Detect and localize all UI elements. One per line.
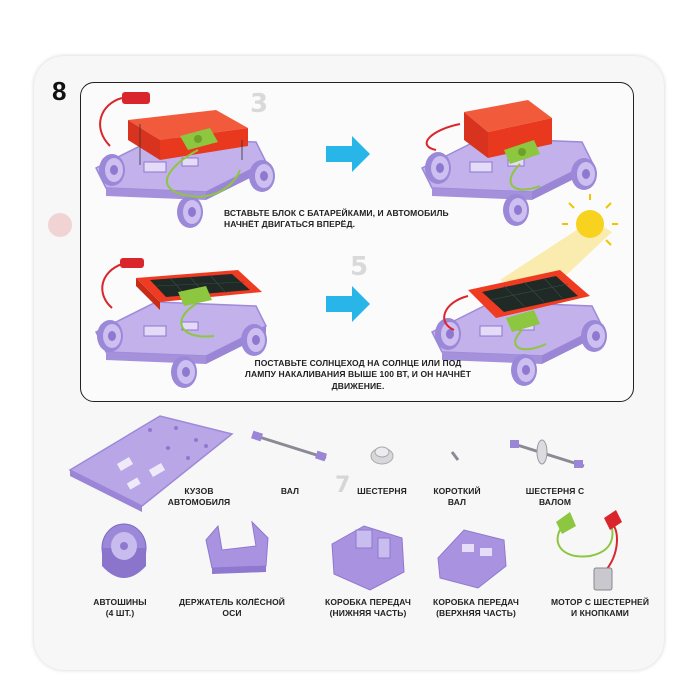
label-body: КУЗОВ АВТОМОБИЛЯ xyxy=(167,486,231,508)
part-motor xyxy=(556,510,622,591)
svg-text:5: 5 xyxy=(350,252,368,282)
part-axle-holder xyxy=(205,520,269,574)
label-tires: АВТОШИНЫ (4 ШТ.) xyxy=(93,597,147,619)
car-battery-after xyxy=(421,100,597,226)
label-gear-with-shaft: ШЕСТЕРНЯ С ВАЛОМ xyxy=(525,486,585,508)
part-shaft xyxy=(251,430,327,462)
car-battery-before xyxy=(95,92,275,228)
part-gearbox-top xyxy=(437,529,507,589)
instruction-battery: ВСТАВЬТЕ БЛОК С БАТАРЕЙКАМИ, И АВТОМОБИЛ… xyxy=(224,208,449,230)
part-gear-with-shaft xyxy=(510,439,585,468)
instruction-solar: ПОСТАВЬТЕ СОЛНЦЕХОД НА СОЛНЦЕ ИЛИ ПОД ЛА… xyxy=(244,358,472,391)
car-solar-after xyxy=(431,194,618,386)
label-gear: ШЕСТЕРНЯ xyxy=(357,486,407,496)
arrow-icon xyxy=(326,286,370,322)
label-motor: МОТОР С ШЕСТЕРНЕЙ И КНОПКАМИ xyxy=(550,597,650,619)
svg-text:7: 7 xyxy=(335,473,350,498)
part-gear xyxy=(370,446,394,465)
sun-icon xyxy=(576,210,604,238)
part-gearbox-bottom xyxy=(331,525,405,591)
label-gearbox-bottom: КОРОБКА ПЕРЕДАЧ (НИЖНЯЯ ЧАСТЬ) xyxy=(325,597,411,619)
background-decoration: 3 5 7 xyxy=(48,89,368,498)
car-solar-before xyxy=(95,258,267,388)
part-short-shaft xyxy=(450,451,460,461)
label-shaft: ВАЛ xyxy=(280,486,300,496)
part-body xyxy=(68,415,234,512)
step-number: 8 xyxy=(52,76,67,106)
label-short-shaft: КОРОТКИЙ ВАЛ xyxy=(433,486,481,508)
label-gearbox-top: КОРОБКА ПЕРЕДАЧ (ВЕРХНЯЯ ЧАСТЬ) xyxy=(433,597,519,619)
part-tires xyxy=(101,523,147,578)
label-axle-holder: ДЕРЖАТЕЛЬ КОЛЁСНОЙ ОСИ xyxy=(178,597,285,619)
svg-text:3: 3 xyxy=(250,89,268,119)
arrow-icon xyxy=(326,136,370,172)
